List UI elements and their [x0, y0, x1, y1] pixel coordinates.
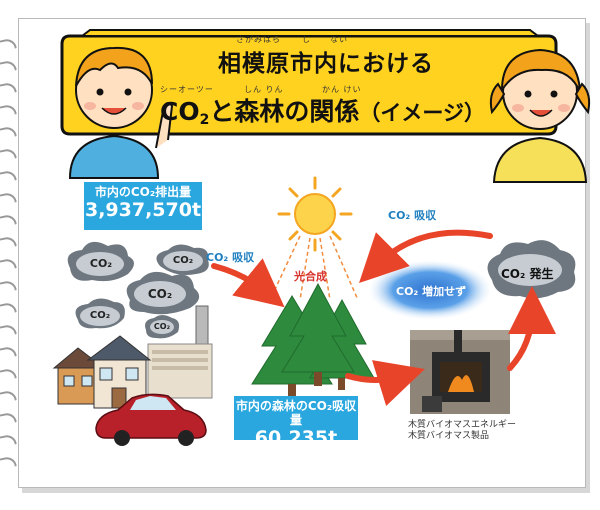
- title-ruby-co2: シーオーツー: [160, 85, 214, 94]
- arrow-stove-to-cloud: [507, 286, 556, 371]
- absorption-label: 市内の森林のCO₂吸収量: [235, 399, 357, 427]
- title-line1: 相模原市内における: [218, 51, 434, 77]
- co2-absorb-right-label: CO₂ 吸収: [388, 209, 437, 222]
- title-ruby-kankei: かん けい: [322, 85, 362, 94]
- arrow-forest-to-stove: [345, 360, 425, 406]
- emissions-label: 市内のCO₂排出量: [94, 185, 192, 199]
- title-ruby-shi: し: [302, 35, 311, 44]
- house-icon: [86, 335, 152, 409]
- title-ruby-nai: ない: [330, 35, 348, 44]
- title-banner: [60, 29, 558, 136]
- emissions-value: 3,937,570t: [84, 198, 202, 221]
- absorption-box: 市内の森林のCO₂吸収量 60,235t: [234, 396, 358, 448]
- cloud-label: CO₂: [153, 322, 171, 331]
- cloud-label: CO₂: [172, 255, 194, 266]
- cloud-highlight: [150, 320, 174, 334]
- cloud-highlight: [163, 251, 203, 271]
- house-icon: [52, 347, 106, 405]
- cloud-highlight: [80, 306, 120, 326]
- title-line2: CO2と森林の関係（イメージ）: [160, 92, 485, 128]
- caption-line2: 木質バイオマス製品: [408, 431, 490, 442]
- cloud-label: CO₂: [89, 257, 113, 270]
- cloud-label: CO₂: [89, 310, 111, 321]
- no-increase-label: CO₂ 増加せず: [396, 285, 467, 298]
- girl-character-icon: [489, 48, 591, 183]
- arrow-absorb-left: [211, 258, 285, 308]
- co2-generated-label: CO₂ 発生: [501, 267, 554, 281]
- cloud-label: CO₂: [147, 287, 173, 301]
- photosynthesis-label: 光合成: [294, 270, 327, 283]
- car-icon: [95, 393, 207, 446]
- title-ruby-sagamihara: さがみはら: [236, 35, 281, 44]
- absorption-value: 60,235t: [254, 426, 338, 449]
- cloud-highlight: [76, 252, 124, 276]
- caption-line1: 木質バイオマスエネルギー: [408, 420, 517, 430]
- title-rest: と森林の関係: [209, 97, 360, 126]
- cloud-highlight: [134, 281, 186, 307]
- title-paren: （イメージ）: [359, 101, 485, 125]
- emissions-box: 市内のCO₂排出量 3,937,570t: [84, 182, 202, 230]
- title-sub2: 2: [199, 112, 210, 128]
- arrow-absorb-right: [359, 229, 493, 283]
- boy-character-icon: [68, 46, 174, 179]
- title-ruby-shinrin: しん りん: [244, 85, 284, 94]
- stove-caption: 木質バイオマスエネルギー 木質バイオマス製品: [408, 420, 516, 443]
- title-co: CO: [160, 97, 200, 126]
- co2-absorb-left-label: CO₂ 吸収: [206, 251, 255, 264]
